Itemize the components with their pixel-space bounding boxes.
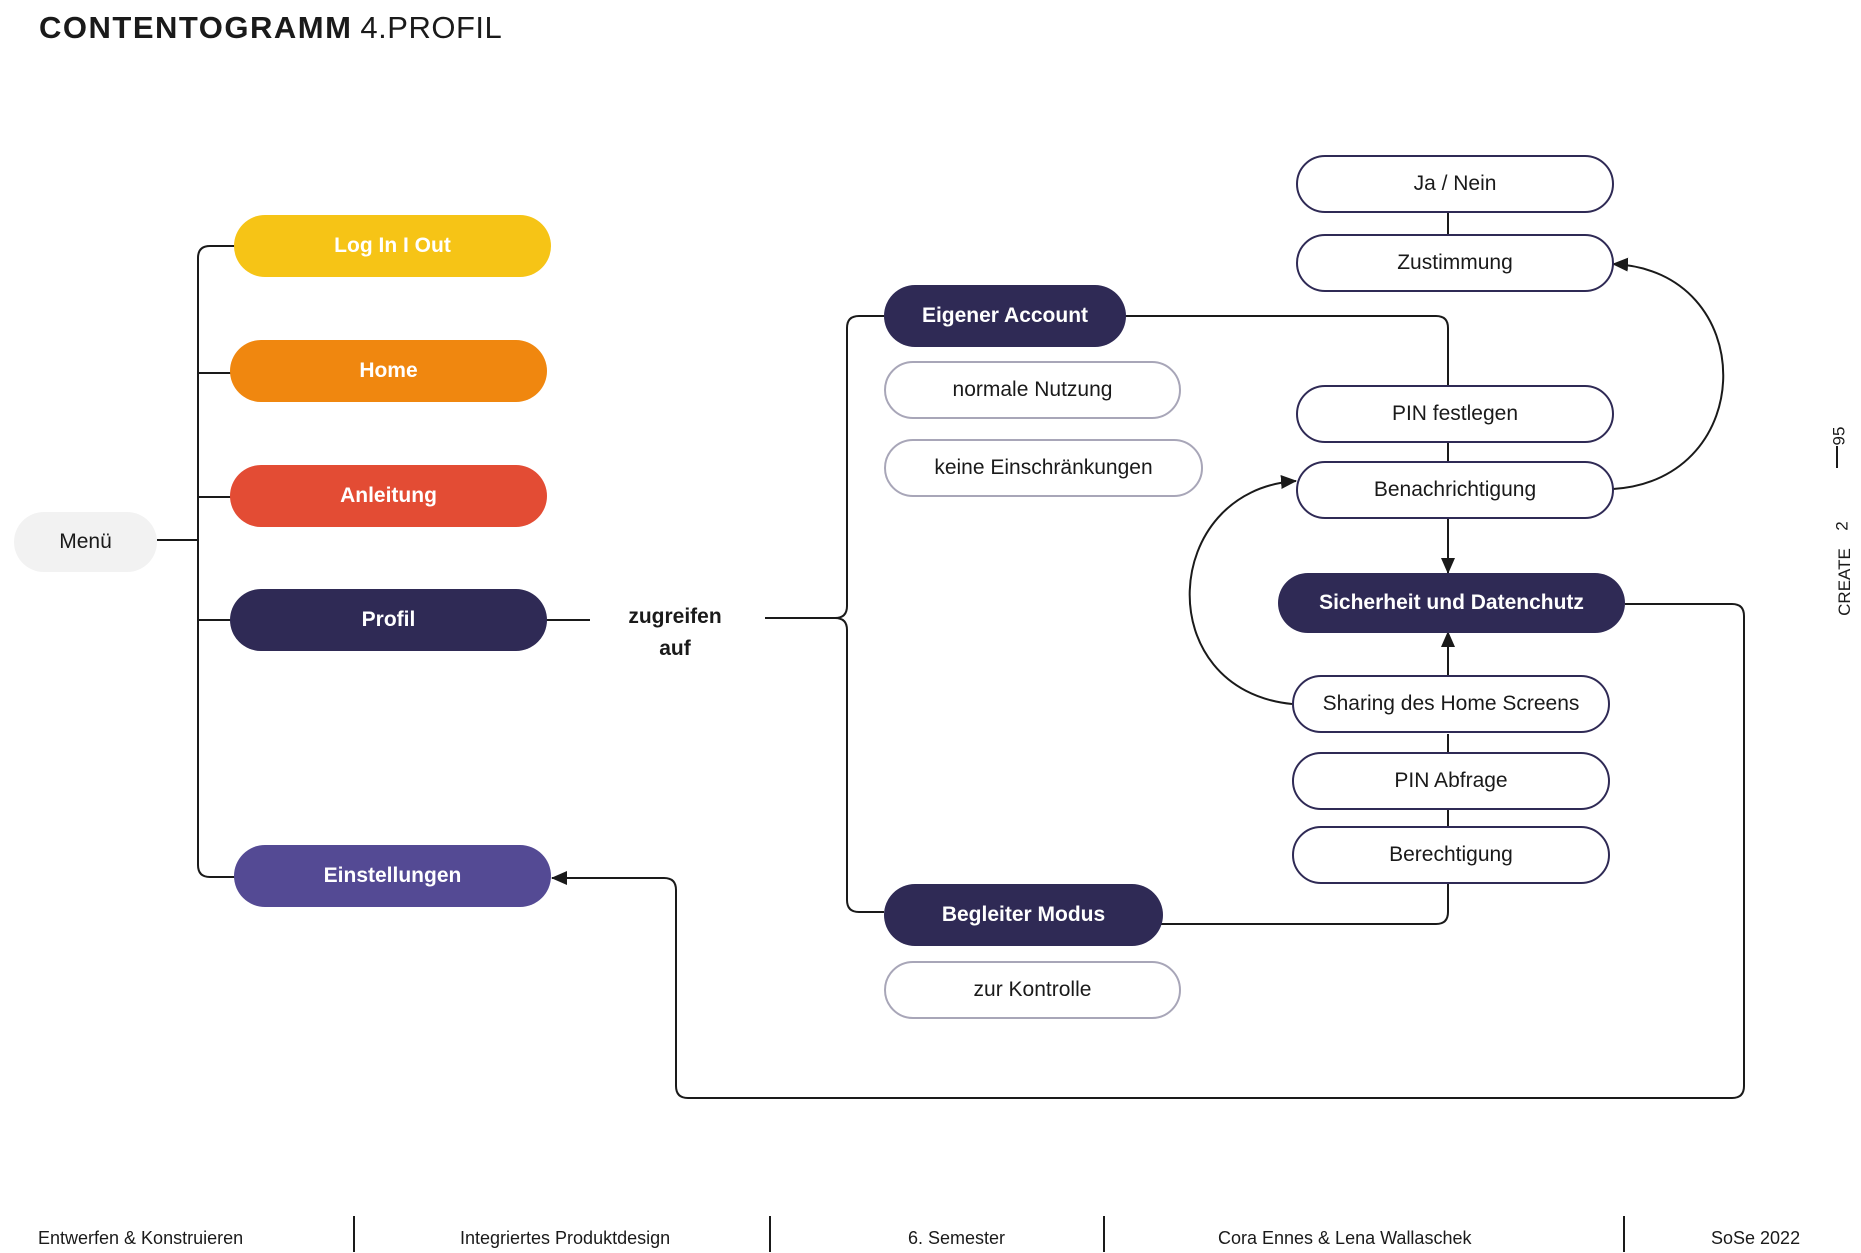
- footer-separator-3: [1103, 1216, 1105, 1252]
- menu-item-anleitung[interactable]: Anleitung: [230, 465, 547, 527]
- side-section-word: CREATE: [1834, 548, 1854, 616]
- menu-item-profil[interactable]: Profil: [230, 589, 547, 651]
- menu-bracket-line: [197, 245, 236, 878]
- security-item-benachrichtigung-label: Benachrichtigung: [1373, 478, 1537, 501]
- own-account-note-no-restrictions: keine Einschränkungen: [884, 439, 1203, 497]
- page-title-sub: 4.PROFIL: [360, 10, 503, 45]
- security-item-zustimmung-label: Zustimmung: [1397, 251, 1513, 274]
- connector-label: zugreifen auf: [600, 601, 750, 665]
- loop-benachrichtigung-zustimmung: [1612, 257, 1725, 490]
- footer-authors: Cora Ennes & Lena Wallaschek: [1218, 1228, 1472, 1248]
- security-item-pin-abfrage[interactable]: PIN Abfrage: [1292, 752, 1610, 810]
- menu-item-einstellungen-label: Einstellungen: [323, 864, 462, 887]
- security-item-ja-nein-label: Ja / Nein: [1413, 172, 1497, 195]
- security-main-label: Sicherheit und Datenchutz: [1319, 591, 1584, 614]
- security-item-pin-festlegen-label: PIN festlegen: [1391, 402, 1519, 425]
- own-account-label: Eigener Account: [921, 304, 1089, 327]
- security-item-ja-nein[interactable]: Ja / Nein: [1296, 155, 1614, 213]
- footer-separator-2: [769, 1216, 771, 1252]
- companion-mode-node[interactable]: Begleiter Modus: [884, 884, 1163, 946]
- own-account-note-normal-use-label: normale Nutzung: [952, 378, 1113, 401]
- menu-item-login-logout-label: Log In I Out: [334, 234, 451, 257]
- security-item-sharing-label: Sharing des Home Screens: [1322, 692, 1580, 715]
- security-item-pin-abfrage-label: PIN Abfrage: [1394, 769, 1508, 792]
- footer-program: Integriertes Produktdesign: [460, 1228, 671, 1248]
- security-item-berechtigung-label: Berechtigung: [1389, 843, 1513, 866]
- footer-separator-4: [1623, 1216, 1625, 1252]
- footer-separator-1: [353, 1216, 355, 1252]
- companion-mode-note-control-label: zur Kontrolle: [973, 978, 1092, 1001]
- connector-label-line2: auf: [659, 637, 691, 660]
- security-main-node[interactable]: Sicherheit und Datenchutz: [1278, 573, 1625, 633]
- menu-item-home[interactable]: Home: [230, 340, 547, 402]
- own-account-note-no-restrictions-label: keine Einschränkungen: [934, 456, 1153, 479]
- menu-root-label: Menü: [59, 530, 112, 553]
- menu-item-home-label: Home: [359, 359, 418, 382]
- footer-semester: 6. Semester: [908, 1228, 1006, 1248]
- security-item-zustimmung[interactable]: Zustimmung: [1296, 234, 1614, 292]
- page-title-main: CONTENTOGRAMM: [39, 10, 353, 45]
- companion-link-line: [1160, 883, 1449, 925]
- security-item-sharing[interactable]: Sharing des Home Screens: [1292, 675, 1610, 733]
- label-to-bracket-line: [765, 315, 884, 913]
- menu-item-profil-label: Profil: [361, 608, 416, 631]
- side-section-number: 2: [1832, 521, 1852, 531]
- menu-item-login-logout[interactable]: Log In I Out: [234, 215, 551, 277]
- side-separator: [1836, 446, 1838, 468]
- footer-course: Entwerfen & Konstruieren: [38, 1228, 244, 1248]
- loop-sharing-benachrichtigung: [1188, 475, 1297, 705]
- menu-root-node[interactable]: Menü: [14, 512, 157, 572]
- connector-label-line1: zugreifen: [628, 605, 722, 628]
- menu-item-einstellungen[interactable]: Einstellungen: [234, 845, 551, 907]
- own-account-note-normal-use: normale Nutzung: [884, 361, 1181, 419]
- companion-mode-label: Begleiter Modus: [941, 903, 1106, 926]
- side-page-number: 95: [1829, 426, 1849, 446]
- loop-sicherheit-einstellungen: [551, 603, 1745, 1099]
- menu-item-anleitung-label: Anleitung: [340, 484, 437, 507]
- own-account-node[interactable]: Eigener Account: [884, 285, 1126, 347]
- security-item-berechtigung[interactable]: Berechtigung: [1292, 826, 1610, 884]
- own-account-link-line: [1120, 315, 1449, 385]
- security-item-pin-festlegen[interactable]: PIN festlegen: [1296, 385, 1614, 443]
- footer-term: SoSe 2022: [1711, 1228, 1801, 1248]
- security-item-benachrichtigung[interactable]: Benachrichtigung: [1296, 461, 1614, 519]
- companion-mode-note-control: zur Kontrolle: [884, 961, 1181, 1019]
